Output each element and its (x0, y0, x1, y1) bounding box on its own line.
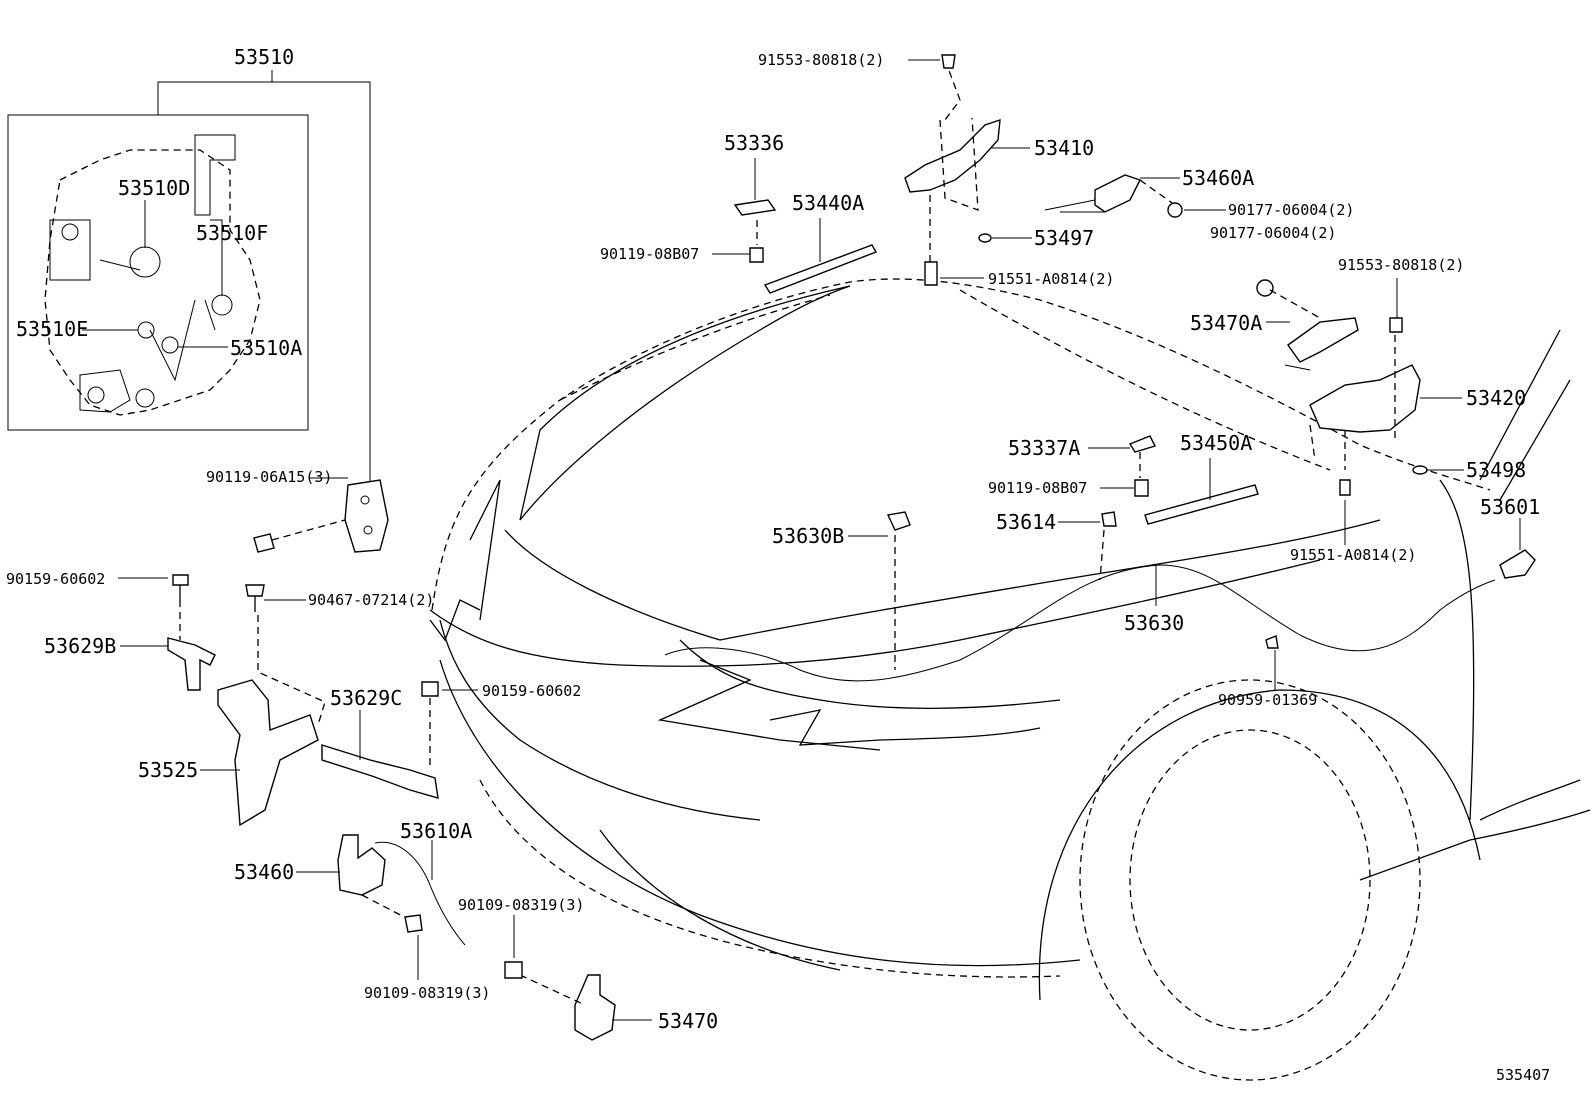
leader-lines (118, 59, 1521, 1021)
label-91553-80818-b: 91553-80818(2) (1338, 256, 1464, 274)
actuator-53470A (1256, 279, 1359, 371)
label-53498: 53498 (1466, 458, 1526, 482)
clip-90467-07214 (245, 584, 326, 726)
label-91551-A0814-a: 91551-A0814(2) (988, 270, 1114, 288)
label-53614: 53614 (996, 510, 1056, 534)
hood-lock-53510-part (344, 479, 389, 553)
label-53510: 53510 (234, 45, 294, 69)
label-53450A: 53450A (1180, 431, 1252, 455)
washer-53498 (1412, 465, 1428, 475)
label-91551-A0814-b: 91551-A0814(2) (1290, 546, 1416, 564)
label-53525: 53525 (138, 758, 198, 782)
label-90177-06004-b: 90177-06004(2) (1210, 224, 1336, 242)
part-labels: 53510 53510D 53510F 53510E 53510A 90119-… (6, 45, 1550, 1084)
label-90159-60602-a: 90159-60602 (6, 570, 105, 588)
label-53460A: 53460A (1182, 166, 1254, 190)
label-90959-01369: 90959-01369 (1218, 691, 1317, 709)
washer-53497 (978, 233, 992, 243)
bolt-90119-06A15 (253, 519, 346, 553)
diagram-id: 535407 (1496, 1066, 1550, 1084)
label-90159-60602-b: 90159-60602 (482, 682, 581, 700)
bracket-53629B (167, 637, 216, 691)
strut-53440A (763, 244, 878, 294)
bolt-91551-A0814-a (924, 261, 938, 286)
label-53630: 53630 (1124, 611, 1184, 635)
bolt-90159-60602-b (421, 681, 439, 770)
inset-53510 (7, 81, 371, 485)
label-90119-08B07-a: 90119-08B07 (600, 245, 699, 263)
label-53510D: 53510D (118, 176, 190, 200)
actuator-53460A (1044, 174, 1183, 218)
label-90109-08319-b: 90109-08319(3) (364, 984, 490, 1002)
label-53610A: 53610A (400, 819, 472, 843)
label-53510A: 53510A (230, 336, 302, 360)
stay-53337A (1128, 435, 1156, 497)
label-53336: 53336 (724, 131, 784, 155)
vehicle-outline (429, 278, 1591, 1081)
label-53337A: 53337A (1008, 436, 1080, 460)
cable-53630 (664, 511, 1536, 682)
label-53630B: 53630B (772, 524, 844, 548)
label-90467-07214: 90467-07214(2) (308, 591, 434, 609)
label-53410: 53410 (1034, 136, 1094, 160)
duct-53525 (217, 679, 319, 827)
label-90177-06004-a: 90177-06004(2) (1228, 201, 1354, 219)
sensor-53470 (504, 961, 616, 1041)
bracket-53629C (321, 744, 439, 799)
label-90119-08B07-b: 90119-08B07 (988, 479, 1087, 497)
label-53497: 53497 (1034, 226, 1094, 250)
label-53629C: 53629C (330, 686, 402, 710)
actuator-53460 (337, 834, 466, 946)
label-53460: 53460 (234, 860, 294, 884)
strut-53450A (1144, 484, 1259, 525)
label-53440A: 53440A (792, 191, 864, 215)
label-53629B: 53629B (44, 634, 116, 658)
label-53420: 53420 (1466, 386, 1526, 410)
label-53470: 53470 (658, 1009, 718, 1033)
label-91553-80818-a: 91553-80818(2) (758, 51, 884, 69)
label-53601: 53601 (1480, 495, 1540, 519)
hinge-53420 (1309, 317, 1421, 496)
bolt-90159-60602-a (172, 574, 189, 640)
label-53510F: 53510F (196, 221, 268, 245)
label-53470A: 53470A (1190, 311, 1262, 335)
label-90109-08319-a: 90109-08319(3) (458, 896, 584, 914)
hinge-53410 (904, 54, 1001, 265)
stay-53336 (733, 199, 777, 263)
label-53510E: 53510E (16, 317, 88, 341)
label-90119-06A15: 90119-06A15(3) (206, 468, 332, 486)
